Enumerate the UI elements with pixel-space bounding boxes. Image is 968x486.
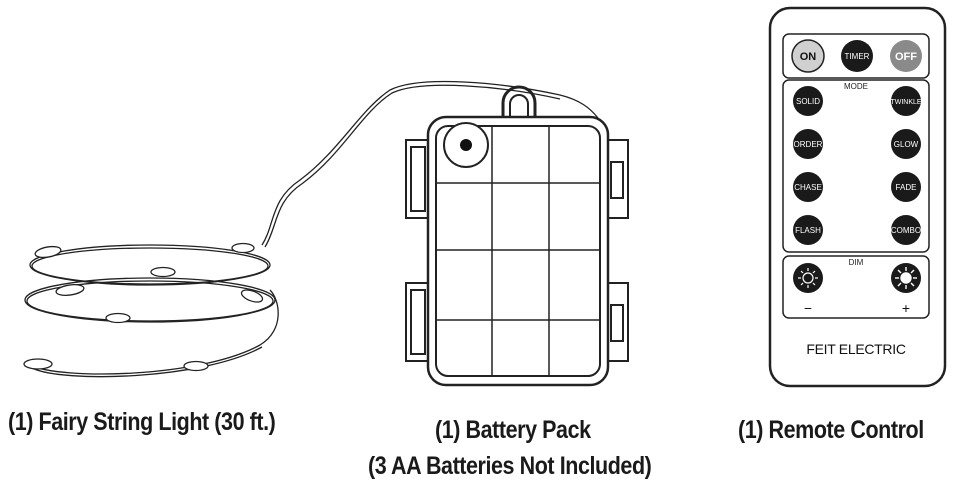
combo-button-label: COMBO bbox=[891, 226, 921, 235]
mode-label: MODE bbox=[844, 82, 868, 91]
brand-label: FEIT ELECTRIC bbox=[806, 341, 905, 357]
battery-pack-note: (3 AA Batteries Not Included) bbox=[368, 452, 652, 480]
battery-cover-grid bbox=[436, 126, 600, 376]
power-switch-knob bbox=[460, 139, 472, 151]
battery-pack-illustration bbox=[360, 0, 660, 486]
lead-wire bbox=[261, 80, 599, 246]
off-button bbox=[890, 40, 922, 72]
coil-loop-3 bbox=[29, 289, 279, 375]
fairy-string-light-illustration: (1) Fairy String Light (30 ft.) bbox=[0, 0, 599, 486]
chase-button-label: CHASE bbox=[794, 183, 822, 192]
timer-button-label: TIMER bbox=[845, 52, 870, 61]
battery-pack-caption: (1) Battery Pack bbox=[435, 416, 591, 444]
sun-bright-icon bbox=[895, 267, 917, 289]
timer-button bbox=[841, 40, 873, 72]
fade-button bbox=[891, 172, 921, 202]
dim-minus-label: − bbox=[804, 300, 812, 316]
off-button-label: OFF bbox=[895, 51, 917, 63]
remote-control-caption: (1) Remote Control bbox=[738, 416, 924, 444]
coil-loop-2 bbox=[24, 277, 276, 323]
coil-loop-1 bbox=[29, 244, 271, 286]
battery-pack-drawing bbox=[405, 85, 629, 387]
fairy-string-light-drawing bbox=[23, 80, 599, 378]
glow-button bbox=[891, 129, 921, 159]
mode-panel bbox=[782, 79, 930, 253]
dim-plus-label: + bbox=[902, 300, 910, 316]
twinkle-button-label: TWINKLE bbox=[890, 99, 921, 106]
fairy-light-caption: (1) Fairy String Light (30 ft.) bbox=[8, 408, 276, 436]
on-button bbox=[791, 39, 825, 73]
combo-button bbox=[891, 215, 921, 245]
dim-label: DIM bbox=[849, 258, 864, 267]
flash-button bbox=[793, 215, 823, 245]
order-button bbox=[793, 129, 823, 159]
led-beads bbox=[23, 242, 264, 372]
glow-button-label: GLOW bbox=[894, 140, 919, 149]
solid-button bbox=[793, 86, 823, 116]
lead-wire-2 bbox=[264, 84, 561, 248]
solid-button-label: SOLID bbox=[796, 97, 820, 106]
twinkle-button bbox=[891, 86, 921, 116]
remote-control-drawing: ON TIMER OFF MODE SOLID ORDER CHASE FLAS… bbox=[768, 6, 947, 388]
on-button-label: ON bbox=[800, 51, 817, 63]
flash-button-label: FLASH bbox=[795, 226, 821, 235]
remote-control-illustration: ON TIMER OFF MODE SOLID ORDER CHASE FLAS… bbox=[730, 0, 968, 486]
dim-down-button bbox=[793, 263, 823, 293]
chase-button bbox=[793, 172, 823, 202]
sun-dim-icon bbox=[798, 268, 818, 288]
hanging-loop bbox=[501, 85, 537, 120]
order-button-label: ORDER bbox=[794, 140, 823, 149]
fade-button-label: FADE bbox=[896, 183, 917, 192]
